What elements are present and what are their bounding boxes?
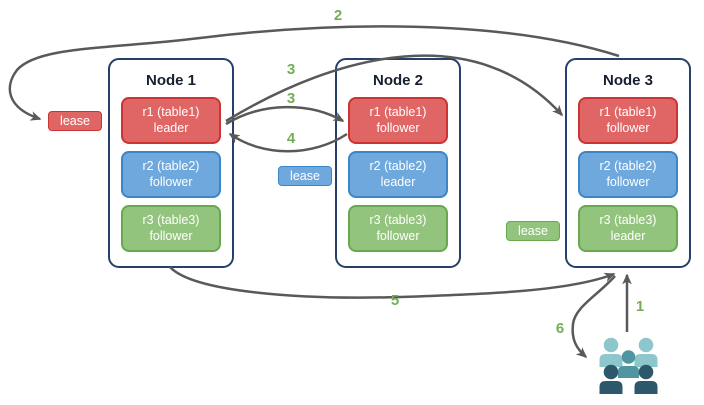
step-label-2: 2 xyxy=(333,7,343,24)
step-label-3a: 3 xyxy=(286,61,296,78)
replica-role: follower xyxy=(606,120,650,135)
step-label-3b: 3 xyxy=(286,90,296,107)
arrow-step2 xyxy=(8,25,620,121)
step-label-1: 1 xyxy=(635,298,645,315)
replica-name: r1 (table1) xyxy=(599,104,657,119)
node-2-replica-r1: r1 (table1) follower xyxy=(348,97,448,144)
lease-tag-red: lease xyxy=(48,111,102,131)
node-2-title: Node 2 xyxy=(372,72,423,89)
replica-name: r3 (table3) xyxy=(142,212,200,227)
node-3-title: Node 3 xyxy=(602,72,653,89)
replica-role: leader xyxy=(153,120,189,135)
node-3-replica-r1: r1 (table1) follower xyxy=(578,97,678,144)
node-3-replica-r3: r3 (table3) leader xyxy=(578,205,678,252)
replica-name: r2 (table2) xyxy=(369,158,427,173)
replica-name: r2 (table2) xyxy=(142,158,200,173)
node-2: Node 2 r1 (table1) follower r2 (table2) … xyxy=(335,58,461,268)
replica-name: r1 (table1) xyxy=(142,104,200,119)
node-3-replica-r2: r2 (table2) follower xyxy=(578,151,678,198)
lease-tag-blue: lease xyxy=(278,166,332,186)
arrow-step3-to-node2 xyxy=(225,105,345,126)
replica-name: r3 (table3) xyxy=(599,212,657,227)
replica-role: follower xyxy=(606,174,650,189)
step-label-6: 6 xyxy=(555,320,565,337)
node-2-replica-r3: r3 (table3) follower xyxy=(348,205,448,252)
node-3: Node 3 r1 (table1) follower r2 (table2) … xyxy=(565,58,691,268)
node-1-replica-r2: r2 (table2) follower xyxy=(121,151,221,198)
users-group-icon xyxy=(599,337,658,394)
replica-role: follower xyxy=(376,228,420,243)
step-label-5: 5 xyxy=(390,292,400,309)
node-1-replica-r3: r3 (table3) follower xyxy=(121,205,221,252)
step-label-4: 4 xyxy=(286,130,296,147)
replica-name: r3 (table3) xyxy=(369,212,427,227)
replica-name: r2 (table2) xyxy=(599,158,657,173)
node-1-title: Node 1 xyxy=(145,72,196,89)
arrow-step6 xyxy=(571,275,616,358)
replica-role: follower xyxy=(149,228,193,243)
replica-role: follower xyxy=(149,174,193,189)
replica-name: r1 (table1) xyxy=(369,104,427,119)
node-1-replica-r1: r1 (table1) leader xyxy=(121,97,221,144)
lease-tag-green: lease xyxy=(506,221,560,241)
replica-role: follower xyxy=(376,120,420,135)
node-1: Node 1 r1 (table1) leader r2 (table2) fo… xyxy=(108,58,234,268)
node-2-replica-r2: r2 (table2) leader xyxy=(348,151,448,198)
replica-role: leader xyxy=(380,174,416,189)
replica-role: leader xyxy=(610,228,646,243)
